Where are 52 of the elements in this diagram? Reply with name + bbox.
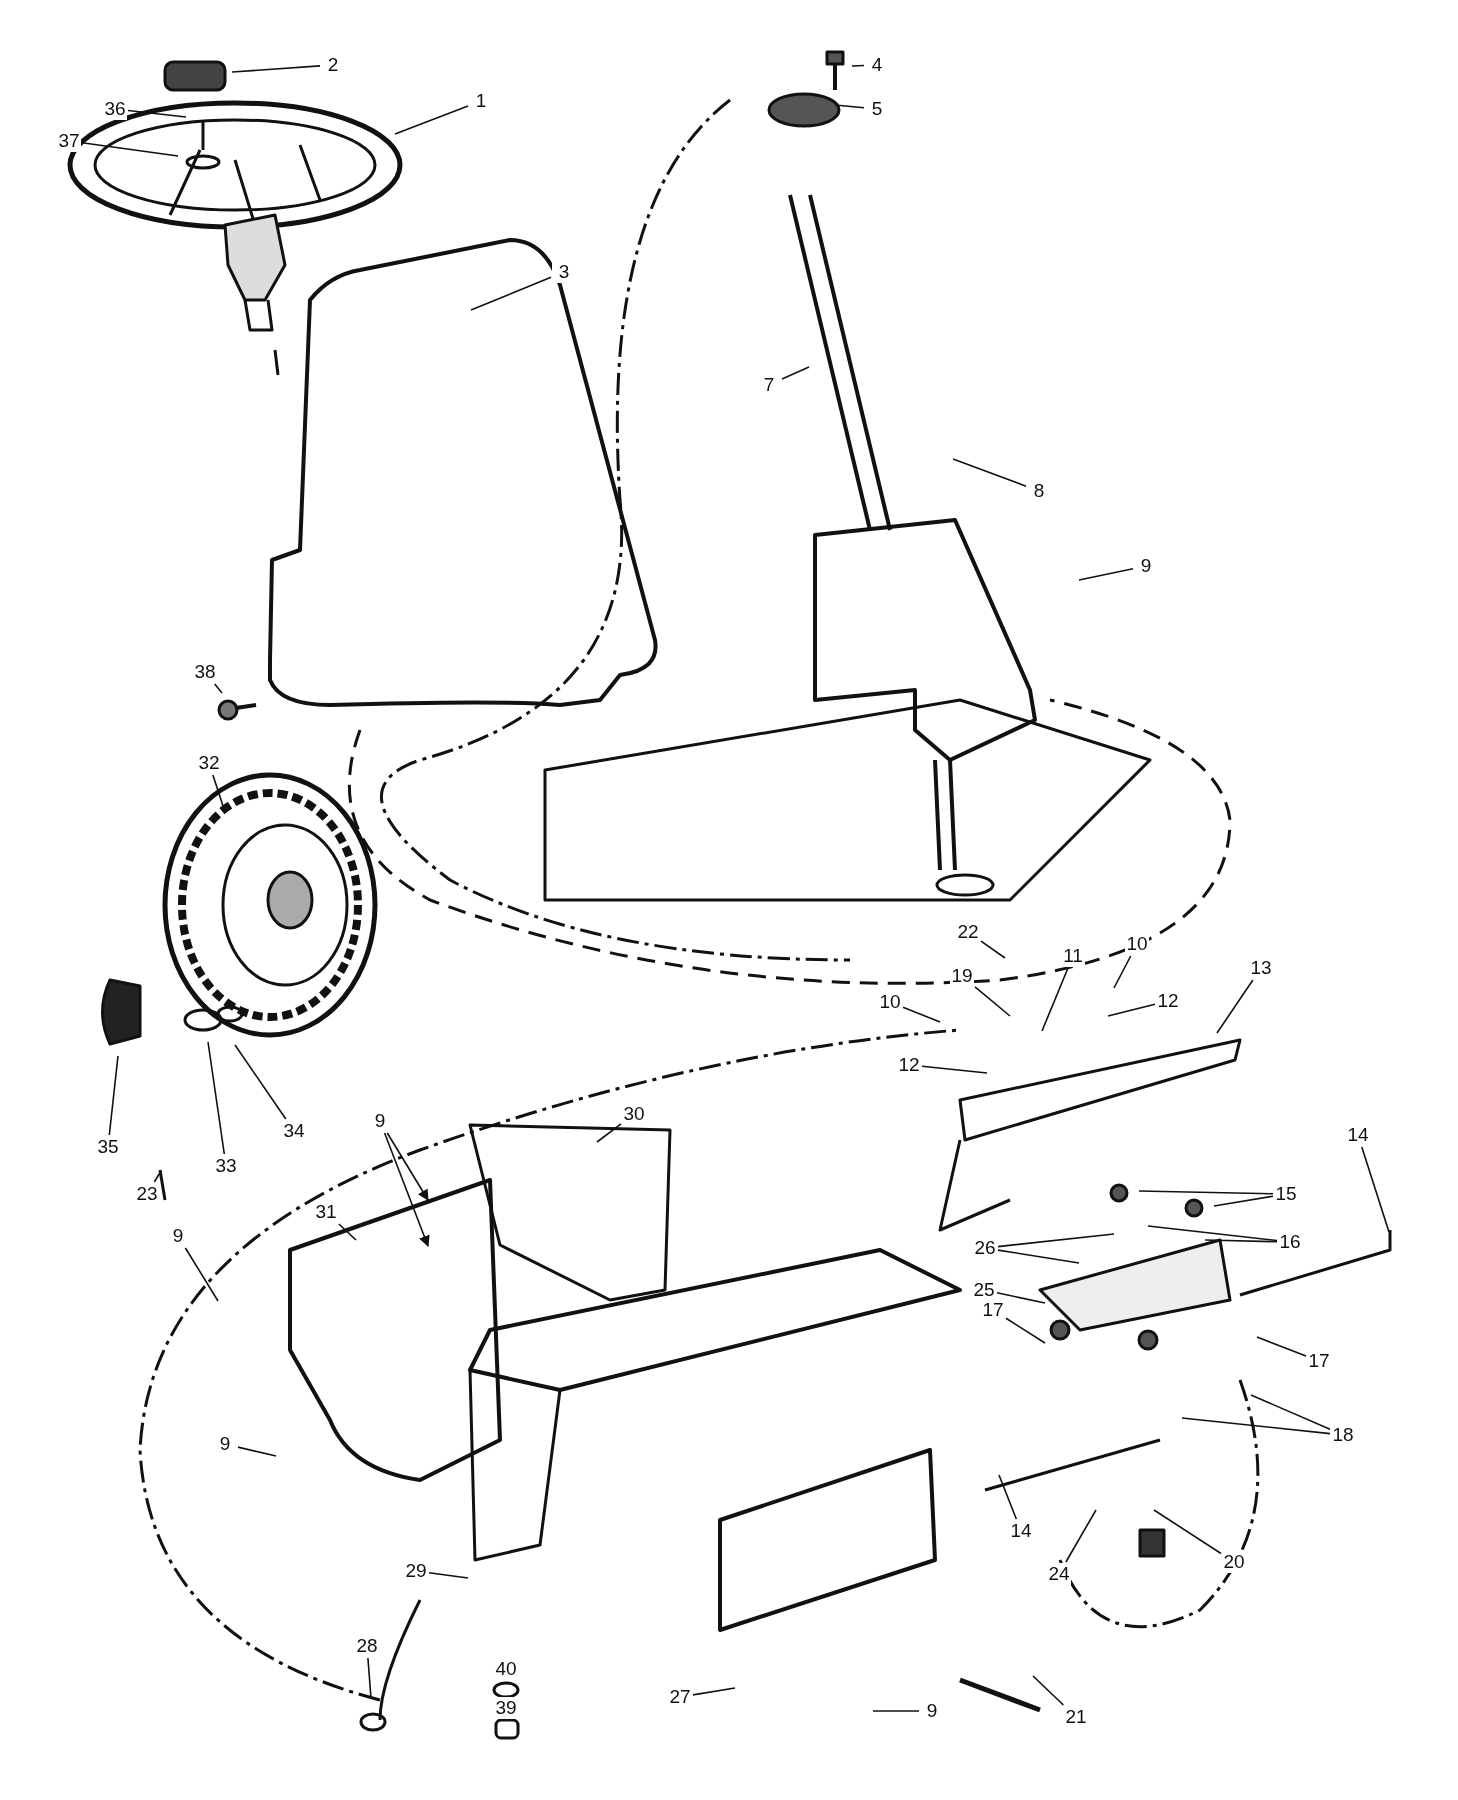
leader-line xyxy=(1041,967,1069,1032)
leader-line xyxy=(1107,1003,1156,1017)
leader-line xyxy=(1113,955,1132,989)
leader-line xyxy=(383,1132,430,1248)
leader-line xyxy=(1213,1195,1274,1207)
leader-line xyxy=(1181,1417,1331,1435)
leader-line xyxy=(1005,1317,1046,1344)
leader-line xyxy=(1250,1394,1331,1431)
leader-line xyxy=(952,458,1027,487)
leader-line xyxy=(1256,1336,1307,1357)
leader-line xyxy=(1204,1239,1278,1243)
leader-line xyxy=(81,142,179,157)
leader-line xyxy=(692,1687,736,1696)
leader-line xyxy=(386,1132,429,1201)
leader-line xyxy=(1153,1509,1222,1555)
leader-line xyxy=(470,276,552,311)
leader-line xyxy=(1147,1225,1278,1242)
leader-line xyxy=(851,64,865,67)
leader-line xyxy=(997,1249,1080,1264)
leader-line xyxy=(108,1055,119,1136)
leader-line xyxy=(127,109,187,118)
leader-line xyxy=(1032,1675,1065,1706)
callout-number: 20 xyxy=(1222,1551,1246,1573)
leader-line xyxy=(234,1044,287,1120)
leader-line xyxy=(996,1292,1046,1304)
leader-line xyxy=(237,1446,277,1457)
leader-line xyxy=(207,1041,226,1155)
leader-line xyxy=(921,1065,988,1074)
leader-line xyxy=(834,104,865,109)
leader-line xyxy=(872,1710,920,1712)
leader-line xyxy=(1216,979,1254,1034)
leader-line xyxy=(394,105,469,135)
leader-line xyxy=(184,1247,219,1302)
leader-line xyxy=(997,1233,1115,1248)
leader-line xyxy=(980,940,1006,959)
leader-line xyxy=(998,1474,1018,1520)
callout-number: 39 xyxy=(494,1697,518,1719)
leader-line xyxy=(974,986,1011,1017)
leader-line xyxy=(153,1170,162,1183)
leader-line xyxy=(428,1572,469,1579)
leader-line xyxy=(213,683,223,694)
leader-line xyxy=(902,1006,941,1023)
leader-line xyxy=(596,1123,622,1143)
leader-line xyxy=(1078,567,1134,581)
leader-line xyxy=(231,65,321,73)
leader-line xyxy=(781,366,810,380)
leader-line xyxy=(1361,1146,1390,1233)
leader-line xyxy=(338,1223,357,1241)
callout-number: 24 xyxy=(1047,1563,1071,1585)
leader-line xyxy=(1138,1190,1274,1195)
leader-line xyxy=(367,1657,372,1699)
leader-line xyxy=(1065,1509,1097,1563)
